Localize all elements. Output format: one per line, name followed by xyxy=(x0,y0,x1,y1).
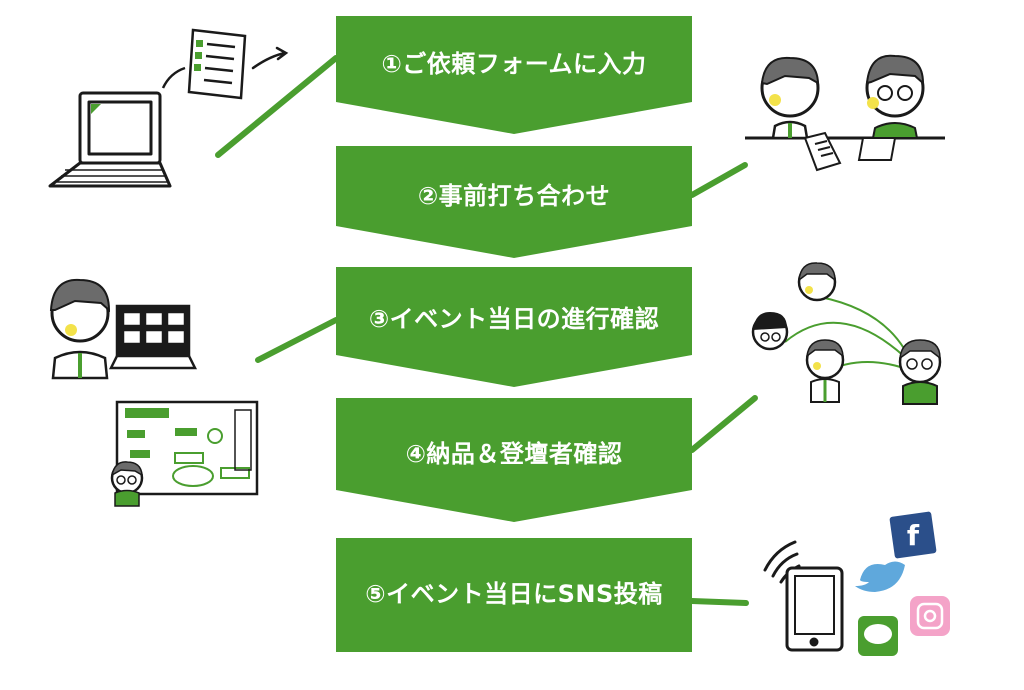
step-1-arrow-shape xyxy=(336,16,692,134)
step-4: ④納品＆登壇者確認 xyxy=(336,398,692,522)
connector-step2 xyxy=(689,162,748,198)
step-3: ③イベント当日の進行確認 xyxy=(336,267,692,387)
instagram-icon xyxy=(910,596,950,636)
arrow-right-icon xyxy=(251,46,289,70)
speaker-network-illustration xyxy=(751,262,942,405)
person-left-cap xyxy=(751,312,789,351)
person-top xyxy=(797,262,837,302)
tablet-icon xyxy=(785,566,844,652)
step-4-arrow-shape xyxy=(336,398,692,522)
paper-sheet-icon xyxy=(803,131,842,172)
step-3-arrow-shape xyxy=(336,267,692,387)
step-2-label: ②事前打ち合わせ xyxy=(417,182,611,210)
screen-accent xyxy=(91,104,101,114)
connector-step1 xyxy=(215,55,339,158)
step-3-label: ③イベント当日の進行確認 xyxy=(368,305,660,333)
twitter-icon xyxy=(855,561,905,592)
step-5-label: ⑤イベント当日にSNS投稿 xyxy=(365,580,663,608)
line-app-icon xyxy=(858,616,898,656)
meeting-illustration xyxy=(745,54,945,172)
laptop-video-call-icon xyxy=(108,304,198,370)
laptop-form-illustration xyxy=(48,28,289,188)
tablet-on-table-icon xyxy=(857,137,897,161)
step-2-arrow-shape xyxy=(336,146,692,258)
online-event-illustration xyxy=(49,278,259,507)
connector-step4 xyxy=(689,395,758,453)
connector-step5 xyxy=(689,598,749,606)
step-4-label: ④納品＆登壇者確認 xyxy=(405,440,623,468)
step-1-label: ①ご依頼フォームに入力 xyxy=(381,50,647,78)
step-1: ①ご依頼フォームに入力 xyxy=(336,16,692,134)
arrow-to-form xyxy=(161,66,186,89)
sns-illustration: f xyxy=(763,511,950,656)
svg-text:f: f xyxy=(907,519,920,552)
facebook-icon: f xyxy=(889,511,937,559)
form-checkboxes xyxy=(194,40,203,71)
presenter-person xyxy=(49,278,111,380)
person-center xyxy=(805,339,845,403)
person-left xyxy=(760,56,820,140)
laptop-icon xyxy=(48,91,172,188)
person-right xyxy=(898,339,942,405)
step-2: ②事前打ち合わせ xyxy=(336,146,692,258)
step-5: ⑤イベント当日にSNS投稿 xyxy=(336,538,692,652)
person-right xyxy=(865,54,925,139)
connector-step3 xyxy=(255,317,339,363)
small-person-glasses xyxy=(110,461,144,507)
step-5-shape xyxy=(336,538,692,652)
